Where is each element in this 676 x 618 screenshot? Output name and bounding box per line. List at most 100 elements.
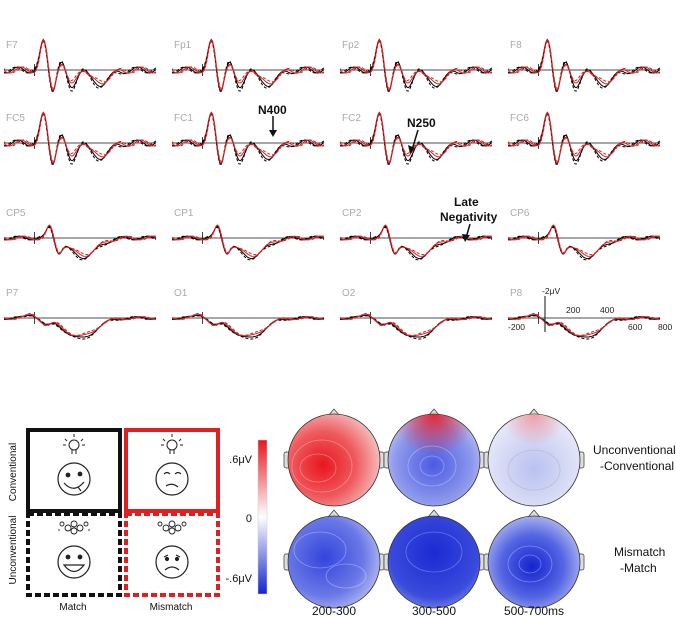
erp-trace [507,111,661,164]
box-conventional-match [26,428,122,513]
electrode-label: Fp1 [174,40,192,51]
erp-trace [339,314,493,338]
erp-trace [507,40,661,90]
erp-trace [3,113,157,163]
erp-trace [507,38,661,91]
tick-800: 800 [658,322,672,332]
erp-panel-fc6: FC6 [507,111,661,165]
erp-panel-fp1: Fp1 [171,38,325,92]
erp-trace [171,224,325,256]
colorbar-zero-label: 0 [246,513,252,525]
electrode-label: P8 [510,288,523,299]
window-label-300-500: 300-500 [412,604,456,618]
electrode-label: CP1 [174,208,194,219]
topomap-uc-300-500 [383,408,485,507]
erp-trace [339,39,493,92]
erp-trace [3,111,157,164]
erp-trace [171,315,325,340]
erp-trace [507,312,661,336]
box-unconventional-match [26,512,122,597]
erp-trace [339,224,493,257]
erp-trace [3,226,157,261]
contrast-label-uc-2: -Conventional [600,459,674,473]
electrode-label: F8 [510,40,522,51]
erp-trace [171,40,325,90]
window-label-500-700: 500-700ms [504,604,564,618]
happy-face-icon [57,462,91,496]
n400-label: N400 [258,103,287,117]
erp-trace [507,224,661,256]
erp-panel-fc5: FC5 [3,111,157,165]
erp-trace [339,38,493,91]
erp-trace [339,226,493,261]
n250-arrow [411,129,419,151]
electrode-label: FC2 [342,113,361,124]
erp-trace [171,38,325,92]
worried-face-icon [155,545,189,579]
erp-trace [171,111,325,164]
contrast-label-mm-1: Mismatch [614,545,665,559]
erp-trace [3,312,157,336]
erp-panel-o1: O1 [171,288,325,340]
erp-trace [507,226,661,261]
colorbar [257,439,268,595]
erp-trace [3,39,157,92]
erp-trace [507,224,661,257]
col-label-match: Match [59,602,86,613]
erp-trace [507,113,661,163]
erp-trace [339,111,493,164]
erp-panel-fc2: FC2 [339,111,493,165]
erp-trace [3,111,157,165]
erp-panel-f7: F7 [3,38,157,92]
lightbulb-icon-2 [161,434,183,454]
electrode-label: O2 [342,288,356,299]
topomap-mm-500-700 [483,509,585,609]
topomap-uc-200-300 [283,408,385,507]
colorbar-max-label: .6μV [229,454,253,466]
erp-panel-p7: P7 [3,288,157,340]
erp-panel-p8: P8 [507,288,661,340]
n250-arrowhead [408,145,415,154]
box-unconventional-mismatch [124,512,220,597]
erp-trace [3,40,157,90]
erp-trace [507,314,661,338]
erp-trace [171,224,325,257]
topomap-mm-200-300 [283,509,385,609]
erp-panel-cp6: CP6 [507,208,661,261]
tick-400: 400 [600,305,614,315]
colorbar-min-label: -.6μV [225,573,252,585]
topomap-uc-500-700 [483,408,585,507]
n250-label: N250 [407,116,436,130]
electrode-label: CP6 [510,208,530,219]
flower-cluster-icon [58,520,90,535]
erp-trace [3,38,157,92]
erp-trace [3,224,157,257]
tick-neg200: -200 [508,322,525,332]
electrode-label: Fp2 [342,40,360,51]
window-label-200-300: 200-300 [312,604,356,618]
topomap-mm-300-500 [383,509,485,609]
erp-panel-fp2: Fp2 [339,38,493,92]
erp-trace [507,315,661,340]
erp-trace [3,112,157,165]
contrast-label-uc-1: Unconventional [593,443,676,457]
voltage-scale-label: -2μV [542,286,560,296]
tick-600: 600 [628,322,642,332]
erp-trace [339,312,493,336]
lightbulb-icon [63,434,85,454]
erp-trace [3,314,157,338]
erp-trace [3,315,157,340]
electrode-label: FC1 [174,113,193,124]
row-label-conventional: Conventional [8,443,19,501]
erp-trace [171,111,325,165]
erp-trace [507,112,661,165]
erp-trace [171,112,325,165]
erp-panel-cp1: CP1 [171,208,325,261]
electrode-label: FC5 [6,113,25,124]
erp-trace [171,314,325,338]
electrode-label: CP2 [342,208,362,219]
erp-panel-cp5: CP5 [3,208,157,261]
row-label-unconventional: Unconventional [8,516,19,585]
erp-trace [3,224,157,256]
erp-trace [171,312,325,336]
